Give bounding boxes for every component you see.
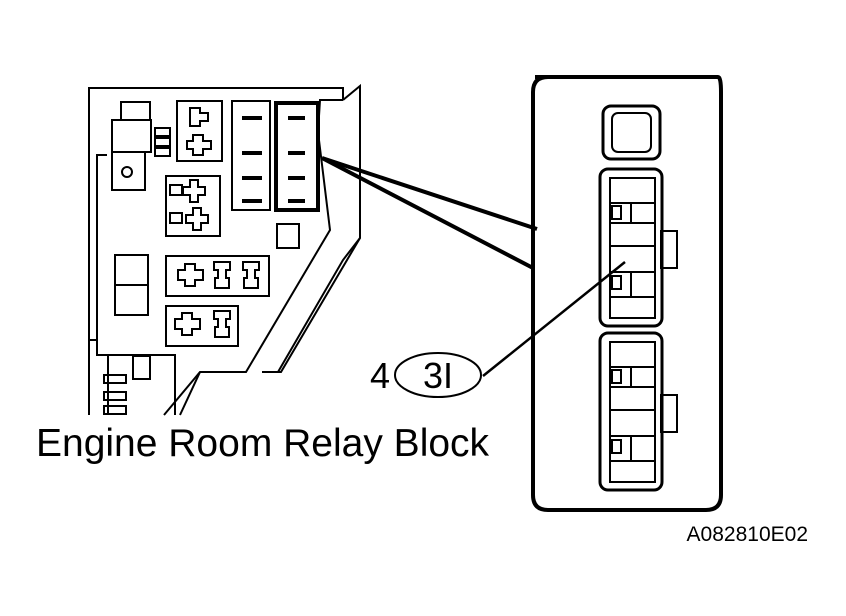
fuse-block-top xyxy=(176,100,223,162)
callout-leader-lines xyxy=(321,156,538,270)
diagram-caption: Engine Room Relay Block xyxy=(36,422,490,465)
fuse-slots xyxy=(231,100,300,249)
relay-row-two xyxy=(165,305,239,347)
connector-housing-upper xyxy=(598,167,678,328)
pin-number-label: 4 xyxy=(370,355,390,396)
connector-housing-lower xyxy=(598,331,678,492)
relay-row-three xyxy=(165,255,270,297)
connector-3i-location xyxy=(274,101,320,212)
connector-detail-panel xyxy=(531,75,723,512)
connector-code-label: 3I xyxy=(423,355,453,396)
square-relays xyxy=(103,254,151,415)
relay-block-body xyxy=(88,83,361,416)
fuse-block-cross xyxy=(165,175,221,237)
large-relay xyxy=(96,101,171,340)
figure-code: A082810E02 xyxy=(687,523,808,546)
connector-code-ellipse xyxy=(394,352,482,398)
pin-pointer-line xyxy=(482,261,626,377)
connector-detail-top-cap xyxy=(601,104,662,161)
